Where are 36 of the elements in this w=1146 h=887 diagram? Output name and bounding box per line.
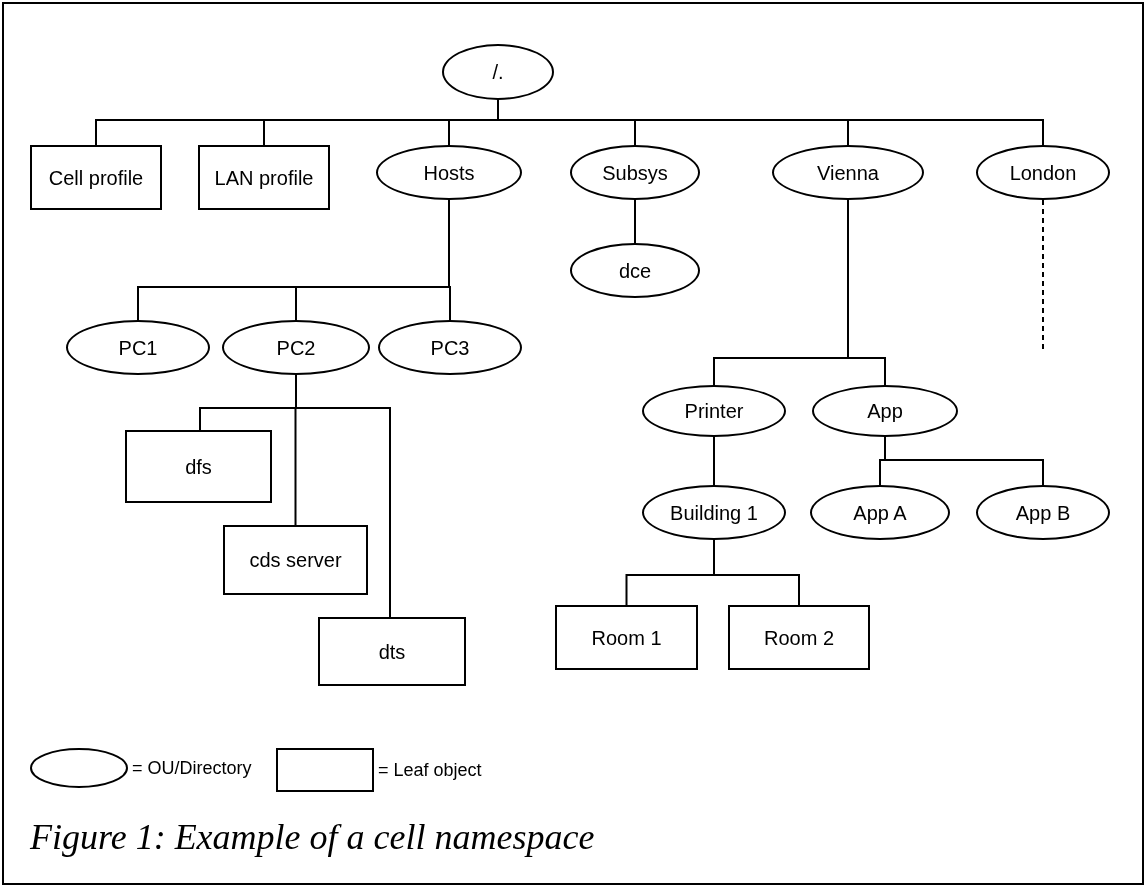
node-label: Printer [684, 399, 744, 424]
node-label: PC3 [430, 335, 470, 361]
leaf-box [125, 430, 272, 503]
node-label: Hosts [423, 160, 475, 186]
node-label: dts [378, 639, 406, 665]
node-label: App B [1015, 500, 1071, 526]
figure-caption: Figure 1: Example of a cell namespace [30, 816, 595, 859]
node-label: Cell profile [48, 165, 144, 191]
node-label: /. [492, 60, 504, 85]
node-label: Vienna [817, 160, 879, 186]
node-label: dfs [185, 454, 212, 480]
node-label: LAN profile [214, 165, 314, 191]
connector-line [634, 199, 636, 244]
node-label: dce [618, 258, 652, 284]
legend-label: = Leaf object [378, 758, 482, 782]
node-label: App A [853, 500, 907, 526]
leaf-box [198, 145, 330, 210]
node-label: Subsys [602, 160, 668, 186]
node-label: Building 1 [670, 500, 758, 526]
connector-line [713, 539, 800, 606]
leaf-box [555, 605, 698, 670]
connector-line [847, 199, 886, 386]
node-label: PC1 [118, 335, 158, 361]
node-label: London [1009, 160, 1077, 186]
node-label: Room 2 [764, 625, 834, 651]
leaf-box [30, 145, 162, 210]
leaf-box [223, 525, 368, 595]
legend-label: = OU/Directory [132, 756, 252, 780]
leaf-box [728, 605, 870, 670]
leaf-box [318, 617, 466, 686]
connector-line [713, 436, 715, 486]
node-label: cds server [249, 548, 342, 573]
connector-line [295, 374, 391, 618]
node-label: App [867, 399, 903, 424]
node-label: PC2 [276, 335, 316, 361]
node-label: Room 1 [591, 625, 662, 651]
